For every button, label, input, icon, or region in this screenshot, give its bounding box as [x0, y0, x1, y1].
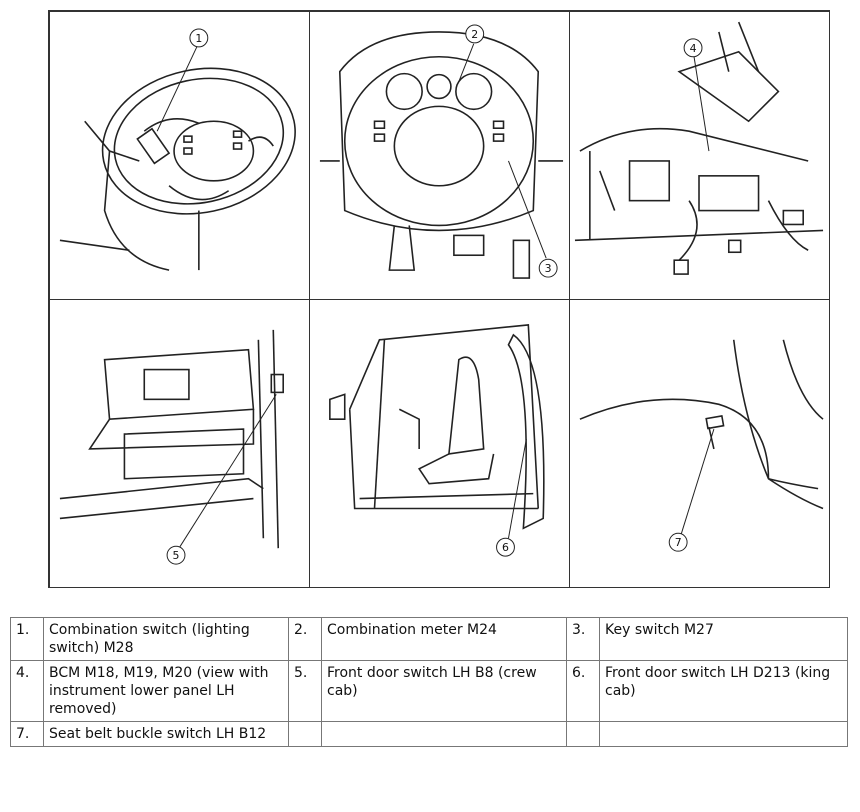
legend-number: 3.	[566, 617, 600, 661]
component-location-figure: 1 2	[48, 10, 830, 588]
panel-combination-meter: 2 3	[309, 11, 570, 300]
legend-description: BCM M18, M19, M20 (view with instrument …	[43, 660, 289, 722]
bcm-underdash-drawing: 4	[574, 21, 824, 275]
callout-4-label: 4	[690, 42, 697, 55]
panel-seat-belt-buckle-switch: 7	[569, 299, 830, 588]
legend-row: 4. BCM M18, M19, M20 (view with instrume…	[10, 660, 848, 722]
callout-3-marker	[538, 258, 558, 278]
legend-number: 4.	[10, 660, 44, 722]
callout-7-marker	[668, 532, 688, 552]
legend-number: 2.	[288, 617, 322, 661]
legend-description: Key switch M27	[599, 617, 848, 661]
steering-wheel-drawing: 1	[59, 28, 296, 271]
callout-6-marker	[496, 537, 515, 557]
instrument-cluster-drawing: 2 3	[319, 24, 564, 279]
callout-7-label: 7	[675, 536, 682, 549]
legend-number	[288, 721, 322, 747]
legend-description	[321, 721, 567, 747]
panel-bcm: 4	[569, 11, 830, 300]
legend-row: 7. Seat belt buckle switch LH B12	[10, 721, 848, 747]
callout-1-label: 1	[195, 32, 202, 45]
callout-6-label: 6	[502, 541, 509, 554]
callout-1-marker	[189, 28, 209, 48]
callout-2-marker	[465, 24, 485, 44]
callout-3-label: 3	[545, 262, 552, 275]
callout-2-label: 2	[471, 28, 478, 41]
panel-front-door-switch-crew-cab: 5	[49, 299, 310, 588]
callout-5-marker	[166, 545, 186, 565]
legend-number: 5.	[288, 660, 322, 722]
legend-description: Combination switch (lighting switch) M28	[43, 617, 289, 661]
legend-number	[566, 721, 600, 747]
legend-row: 1. Combination switch (lighting switch) …	[10, 617, 848, 661]
panel-front-door-switch-king-cab: 6	[309, 299, 570, 588]
seat-belt-buckle-drawing: 7	[579, 339, 824, 552]
legend-description: Seat belt buckle switch LH B12	[43, 721, 289, 747]
open-door-drawing: 6	[329, 324, 545, 557]
legend-number: 1.	[10, 617, 44, 661]
legend-number: 7.	[10, 721, 44, 747]
component-legend-table: 1. Combination switch (lighting switch) …	[10, 617, 848, 747]
seat-door-switch-drawing: 5	[59, 329, 284, 565]
legend-description: Front door switch LH D213 (king cab)	[599, 660, 848, 722]
callout-4-marker	[683, 38, 703, 58]
legend-description: Combination meter M24	[321, 617, 567, 661]
panel-combination-switch: 1	[49, 11, 310, 300]
callout-5-label: 5	[173, 549, 180, 562]
legend-description	[599, 721, 848, 747]
legend-description: Front door switch LH B8 (crew cab)	[321, 660, 567, 722]
legend-number: 6.	[566, 660, 600, 722]
